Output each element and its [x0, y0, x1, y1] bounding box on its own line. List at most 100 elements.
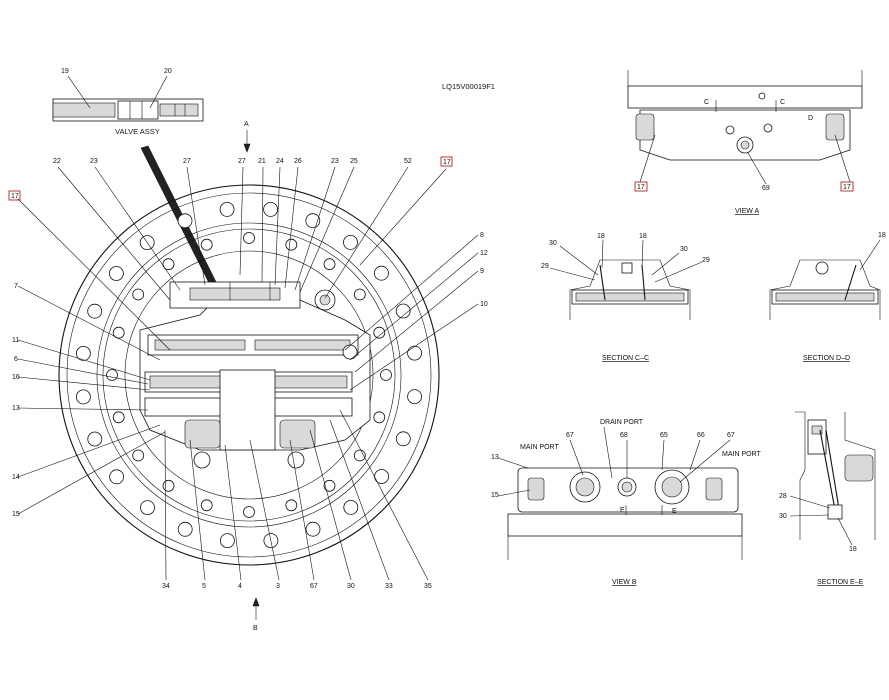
bolt-hole [373, 326, 386, 339]
view-a-label-69: 69 [762, 185, 770, 192]
label-33: 33 [385, 583, 393, 590]
view-a-label-d: D [808, 115, 813, 122]
bolt-hole [243, 232, 255, 244]
label-23b: 23 [331, 158, 339, 165]
label-27a: 27 [183, 158, 191, 165]
ee-label-18: 18 [849, 546, 857, 553]
cc-label-18-left: 18 [597, 233, 605, 240]
section-dd-detail: 18 SECTION D–D [769, 232, 886, 362]
label-17-top: 17 [443, 159, 451, 166]
bolt-hole [219, 533, 235, 548]
vb-label-e-right: E [672, 508, 677, 515]
bolt-hole [343, 234, 358, 250]
label-26: 26 [294, 158, 302, 165]
bolt-hole [162, 258, 175, 271]
cc-label-29-left: 29 [541, 263, 549, 270]
view-a-label-17-left: 17 [637, 184, 645, 191]
label-52: 52 [404, 158, 412, 165]
arrow-a-label: A [244, 121, 249, 128]
label-17-left: 17 [11, 193, 19, 200]
bolt-hole [200, 499, 213, 512]
label-25: 25 [350, 158, 358, 165]
label-21: 21 [258, 158, 266, 165]
cc-label-30-left: 30 [549, 240, 557, 247]
vb-label-67-right: 67 [727, 432, 735, 439]
section-cc-caption: SECTION C–C [602, 355, 649, 362]
leader-lines [17, 166, 479, 581]
bolt-hole [285, 499, 298, 512]
bolt-hole [132, 288, 145, 301]
dd-label-18: 18 [878, 232, 886, 239]
bolt-hole [343, 499, 359, 515]
bolt-hole [263, 201, 279, 217]
vb-label-66: 66 [697, 432, 705, 439]
section-ee-detail: 28 30 18 SECTION E–E [779, 411, 876, 586]
bolt-hole [106, 369, 118, 381]
main-valve-view: A B 22 23 27 27 21 24 26 23 25 52 17 17 … [8, 121, 488, 632]
bolt-hole [323, 258, 336, 271]
bolt-hole [109, 469, 124, 485]
bolt-hole [177, 521, 193, 537]
label-34: 34 [162, 583, 170, 590]
vb-label-e-left: E [620, 507, 625, 514]
bolt-hole [76, 389, 91, 405]
bolt-hole [305, 521, 321, 537]
vb-label-67-left: 67 [566, 432, 574, 439]
label-8: 8 [480, 232, 484, 239]
valve-label-20: 20 [164, 68, 172, 75]
section-ee-caption: SECTION E–E [817, 579, 864, 586]
label-5: 5 [202, 583, 206, 590]
cc-label-29-right: 29 [702, 257, 710, 264]
bolt-hole [395, 431, 411, 447]
label-9: 9 [480, 268, 484, 275]
label-23: 23 [90, 158, 98, 165]
view-a-detail: C C D 17 69 17 VIEW A [627, 70, 863, 215]
label-4: 4 [238, 583, 242, 590]
view-b-detail: DRAIN PORT MAIN PORT MAIN PORT 67 68 65 … [491, 419, 761, 586]
label-12: 12 [480, 250, 488, 257]
label-10: 10 [480, 301, 488, 308]
vb-label-15: 15 [491, 492, 499, 499]
cc-label-30-right: 30 [680, 246, 688, 253]
label-35: 35 [424, 583, 432, 590]
label-22: 22 [53, 158, 61, 165]
arrow-b-label: B [253, 625, 258, 632]
section-cc-detail: 30 18 18 30 29 29 SECTION C–C [541, 233, 710, 362]
label-13: 13 [12, 405, 20, 412]
bolt-hole [285, 238, 298, 251]
valve-label-19: 19 [61, 68, 69, 75]
bolt-hole [200, 238, 213, 251]
main-port-right-label: MAIN PORT [722, 451, 761, 458]
label-11: 11 [12, 337, 19, 344]
bolt-hole [353, 288, 366, 301]
drawing-code: LQ15V00019F1 [442, 82, 495, 91]
vb-label-68: 68 [620, 432, 628, 439]
label-3: 3 [276, 583, 280, 590]
bolt-hole [109, 266, 124, 281]
valve-assy-detail: 19 20 VALVE ASSY [52, 68, 204, 136]
bolt-hole [395, 303, 411, 319]
bolt-hole [140, 500, 155, 516]
view-a-label-c-left: C [704, 99, 709, 106]
main-port-left-label: MAIN PORT [520, 444, 559, 451]
valve-assy-caption: VALVE ASSY [115, 127, 160, 136]
valve-pointer [140, 145, 217, 286]
label-67: 67 [310, 583, 318, 590]
bolt-hole [380, 369, 392, 381]
bolt-hole [219, 201, 235, 217]
ee-label-28: 28 [779, 493, 787, 500]
label-14: 14 [12, 474, 20, 481]
label-7: 7 [14, 283, 18, 290]
drain-port-label: DRAIN PORT [600, 419, 644, 426]
label-24: 24 [276, 158, 284, 165]
bolt-hole [243, 506, 255, 518]
bolt-hole [87, 431, 103, 447]
view-a-caption: VIEW A [735, 208, 759, 215]
vb-label-13: 13 [491, 454, 499, 461]
bolt-hole [87, 303, 103, 319]
bolt-hole-ring [76, 201, 423, 548]
bolt-hole [407, 389, 423, 405]
bolt-hole [373, 265, 389, 281]
bolt-hole [373, 411, 386, 424]
